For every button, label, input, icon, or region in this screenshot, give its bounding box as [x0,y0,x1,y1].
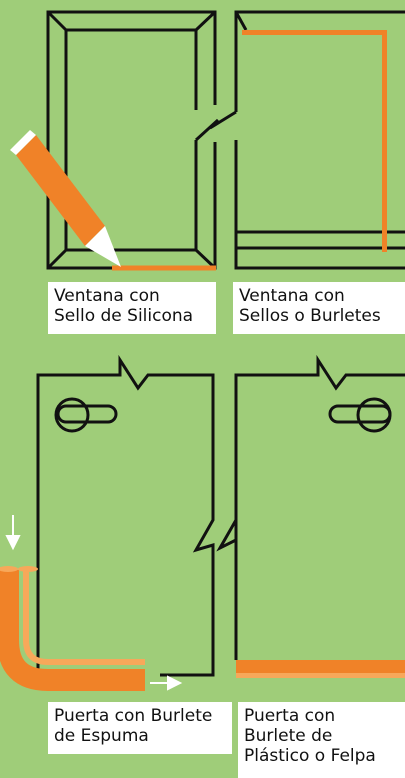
caulk-gun-icon [10,130,121,267]
caption-line: Sellos o Burletes [239,306,381,326]
caption-door-foam: Puerta con Burlete de Espuma [48,702,232,754]
caption-line: de Espuma [54,726,149,746]
foam-weatherstrip [0,566,145,691]
caption-line: Plástico o Felpa [244,746,376,766]
door-handle-icon [328,397,392,433]
door-handle-icon [54,397,118,433]
caption-line: Puerta con [244,706,336,726]
arrow-down-icon [5,515,21,551]
window-silicone-frame [46,10,237,270]
caption-line: Burlete de [244,726,333,746]
door-foam-frame [36,354,215,677]
caption-window-silicone: Ventana con Sello de Silicona [48,282,216,334]
arrow-right-icon [150,675,183,691]
caption-line: Sello de Silicona [54,306,194,326]
door-plastic-frame [216,354,405,660]
caption-door-plastic-felt: Puerta con Burlete de Plástico o Felpa [238,702,405,778]
caption-window-weatherstrip: Ventana con Sellos o Burletes [233,282,405,334]
window-weatherstrip-seals [242,30,387,252]
caption-line: Ventana con [54,286,160,306]
window-weatherstrip-frame [234,10,405,270]
plastic-felt-weatherstrip [236,660,405,678]
caption-line: Puerta con Burlete [54,706,213,726]
caption-line: Ventana con [239,286,345,306]
